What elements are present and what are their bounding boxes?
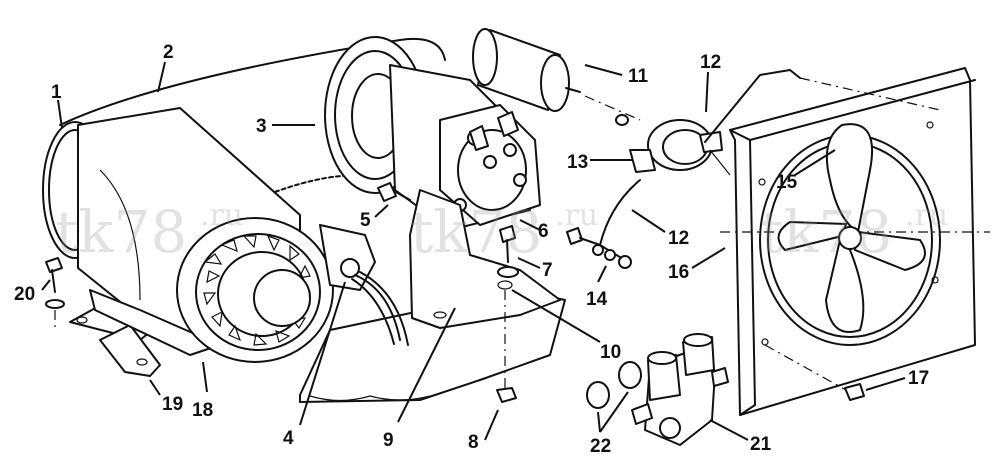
watermark-2-suffix: .ru xyxy=(555,198,598,233)
watermark-group: tk78 .ru tk78 .ru tk78 .ru xyxy=(55,198,948,266)
callout-8: 8 xyxy=(468,432,479,453)
callout-6: 6 xyxy=(538,221,549,242)
callout-12-lower: 12 xyxy=(668,228,689,249)
callout-21: 21 xyxy=(750,434,772,455)
callout-13: 13 xyxy=(567,152,588,173)
fan-blade xyxy=(777,123,926,333)
o-rings xyxy=(586,361,642,409)
callout-22: 22 xyxy=(590,436,611,457)
watermark-2: tk78 xyxy=(410,198,542,266)
watermark-1-suffix: .ru xyxy=(200,198,243,233)
callout-15: 15 xyxy=(776,172,798,193)
callout-14: 14 xyxy=(586,289,608,310)
callout-19: 19 xyxy=(162,394,183,415)
callout-2: 2 xyxy=(163,42,174,63)
callout-18: 18 xyxy=(192,400,213,421)
callout-12-top: 12 xyxy=(700,52,721,73)
compressor xyxy=(324,36,561,390)
callout-20: 20 xyxy=(14,284,35,305)
watermark-3: tk78 xyxy=(760,198,892,266)
capacitor-clamp xyxy=(566,69,801,269)
nut-17 xyxy=(844,383,865,401)
nut-8 xyxy=(496,387,517,403)
callout-11: 11 xyxy=(628,66,649,87)
bolt-5 xyxy=(377,182,411,202)
callout-17: 17 xyxy=(908,368,929,389)
bolt-and-washer xyxy=(45,257,65,330)
callout-5: 5 xyxy=(360,210,371,231)
bolt-6-washer-7 xyxy=(497,225,519,278)
callout-3: 3 xyxy=(256,116,267,137)
callout-7: 7 xyxy=(542,260,553,281)
leader-lines xyxy=(41,61,906,441)
callout-4: 4 xyxy=(283,428,294,449)
callout-1: 1 xyxy=(51,82,62,103)
callout-16: 16 xyxy=(668,262,689,283)
electric-motor xyxy=(42,107,409,363)
callout-9: 9 xyxy=(383,430,394,451)
callout-10: 10 xyxy=(600,342,621,363)
callout-labels: 1 2 3 4 5 6 7 8 9 10 11 12 12 13 14 15 1… xyxy=(14,42,929,457)
service-valve xyxy=(631,333,729,446)
watermark-3-suffix: .ru xyxy=(905,198,948,233)
capacitor xyxy=(472,28,581,112)
watermark-1: tk78 xyxy=(55,198,187,266)
